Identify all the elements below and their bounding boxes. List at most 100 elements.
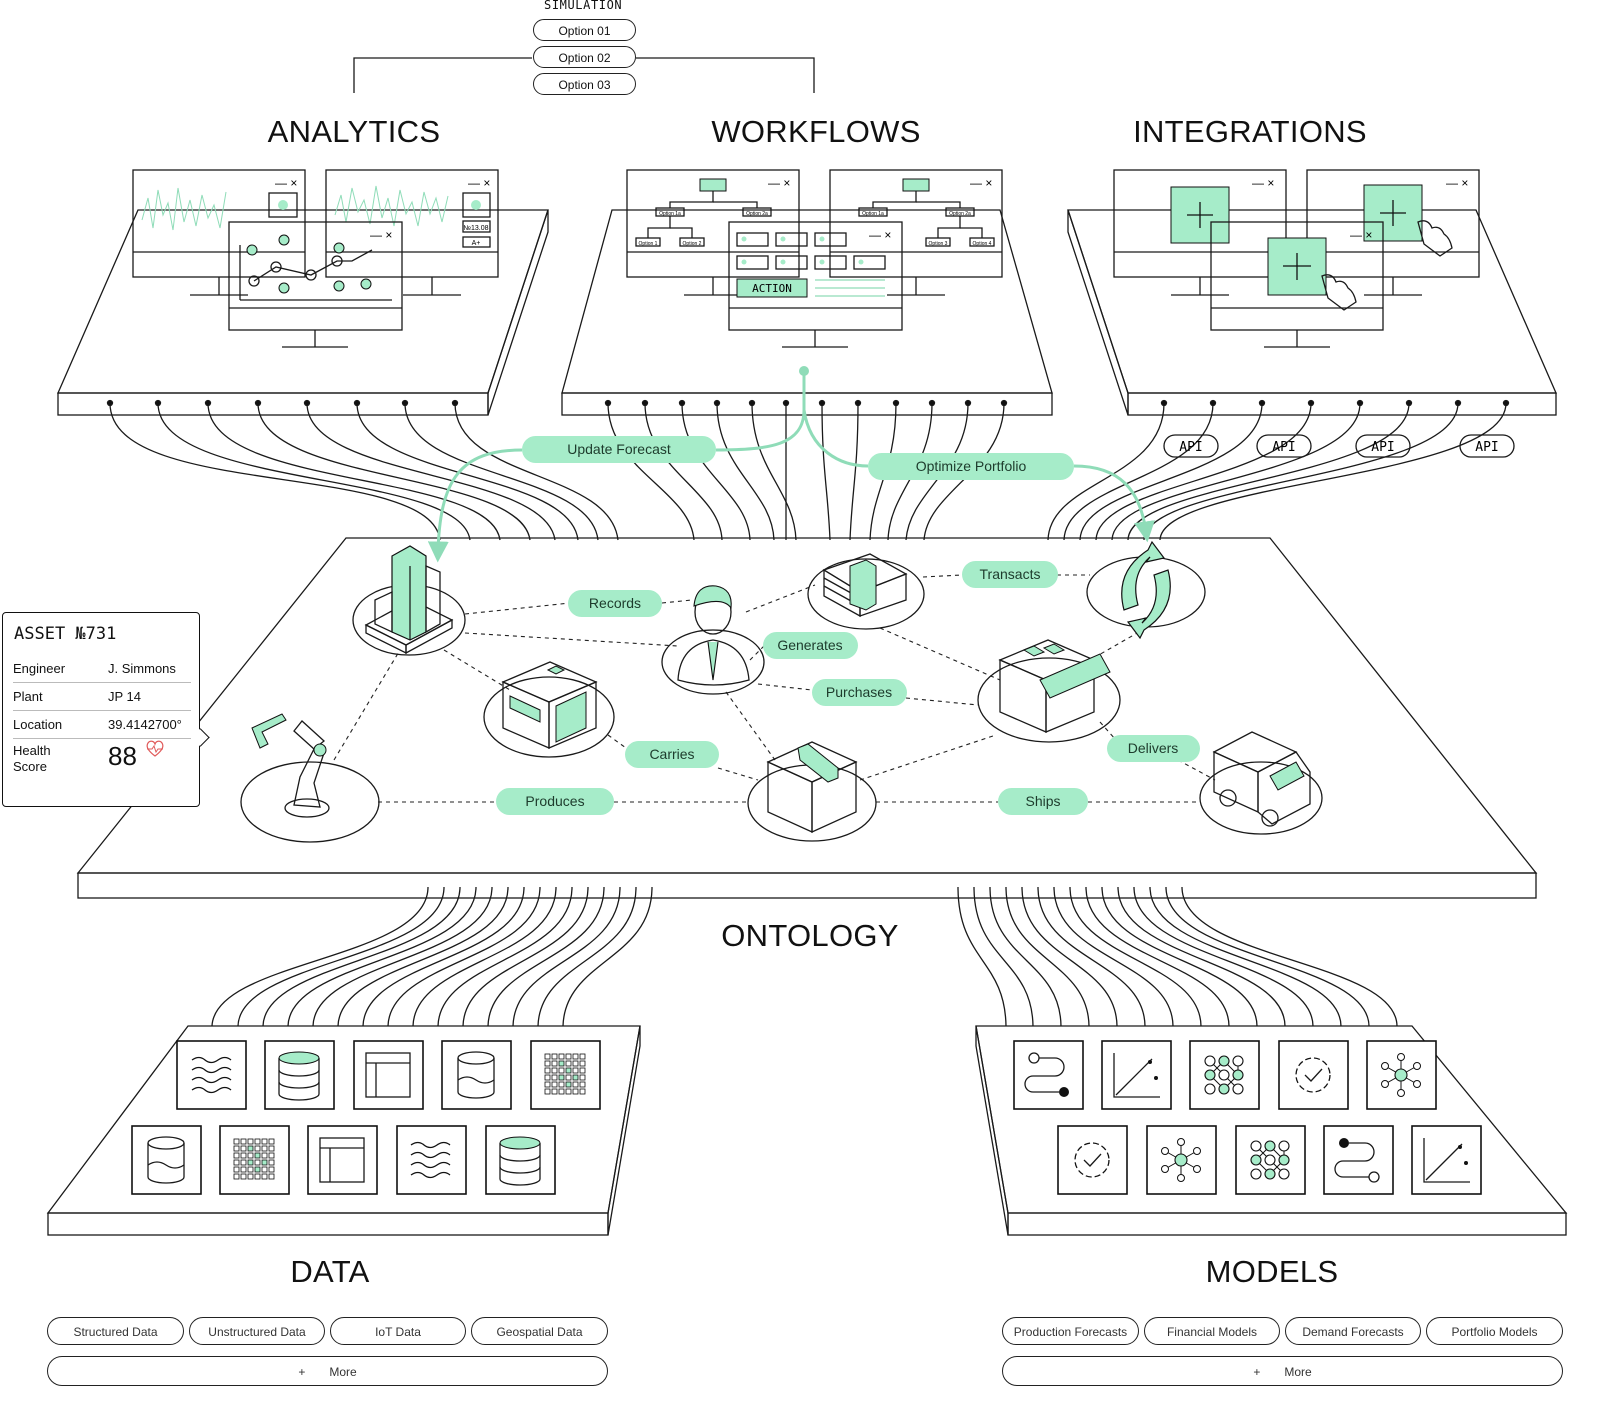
svg-text:— ×: — × bbox=[1252, 176, 1274, 190]
asset-title: ASSET №731 bbox=[14, 624, 117, 644]
simulation-label: SIMULATION bbox=[544, 0, 623, 12]
relation-produces: Produces bbox=[496, 788, 614, 815]
models-cables bbox=[957, 886, 1398, 1027]
relation-ships: Ships bbox=[998, 788, 1088, 815]
workflows-monitor-left: — × Option 1a Option 2a Option 1 Option … bbox=[626, 169, 800, 296]
asset-value: JP 14 bbox=[108, 689, 142, 704]
model-production-forecasts[interactable]: Production Forecasts bbox=[1002, 1317, 1139, 1345]
asset-row-engineer: Engineer J. Simmons bbox=[13, 655, 191, 683]
svg-text:— ×: — × bbox=[970, 176, 992, 190]
api-labels: API API API API bbox=[1163, 434, 1515, 458]
relation-delivers: Delivers bbox=[1107, 735, 1200, 762]
health-score-label: Health Score bbox=[13, 743, 51, 774]
carries-label: Carries bbox=[649, 746, 694, 762]
data-title: DATA bbox=[290, 1254, 369, 1289]
api-label: API bbox=[1272, 440, 1295, 455]
simulation-option-01[interactable]: Option 01 bbox=[533, 19, 636, 41]
data-tile-table bbox=[353, 1040, 424, 1110]
records-label: Records bbox=[589, 595, 641, 611]
model-financial-models[interactable]: Financial Models bbox=[1144, 1317, 1280, 1345]
action-button[interactable] bbox=[736, 278, 808, 298]
warehouse-object bbox=[483, 661, 615, 758]
model-tile-hub bbox=[1366, 1040, 1437, 1110]
svg-text:— ×: — × bbox=[1446, 176, 1468, 190]
model-tile-gear bbox=[1278, 1040, 1349, 1110]
delivers-label: Delivers bbox=[1128, 740, 1179, 756]
model-demand-forecasts[interactable]: Demand Forecasts bbox=[1285, 1317, 1421, 1345]
purchases-label: Purchases bbox=[826, 684, 892, 700]
heartbeat-icon bbox=[146, 740, 164, 757]
models-more-button[interactable]: + More bbox=[1002, 1356, 1563, 1386]
integrations-platform bbox=[1067, 209, 1557, 416]
integrations-monitor-front: — × bbox=[1210, 221, 1384, 348]
data-tile-database bbox=[441, 1040, 512, 1110]
model-portfolio-models[interactable]: Portfolio Models bbox=[1426, 1317, 1563, 1345]
ontology-platform bbox=[76, 537, 1538, 899]
data-tile-stack bbox=[485, 1125, 556, 1195]
data-source-unstructured[interactable]: Unstructured Data bbox=[189, 1317, 325, 1345]
integrations-monitor-left: — × bbox=[1113, 169, 1287, 296]
option-node: Option 2a bbox=[949, 211, 971, 217]
data-tile-grid bbox=[219, 1125, 290, 1195]
data-source-iot[interactable]: IoT Data bbox=[330, 1317, 466, 1345]
more-label: More bbox=[1284, 1365, 1312, 1379]
model-tile-network bbox=[1235, 1125, 1306, 1195]
asset-key: Engineer bbox=[13, 661, 66, 676]
asset-card[interactable]: ASSET №731 Engineer J. Simmons Plant JP … bbox=[2, 612, 210, 807]
relation-purchases: Purchases bbox=[812, 679, 907, 706]
integrations-cables bbox=[1047, 399, 1510, 541]
model-tile-scatter bbox=[1101, 1040, 1172, 1110]
trend-line bbox=[253, 249, 373, 282]
model-tile-flow bbox=[1013, 1040, 1084, 1110]
analytics-monitor-left: — × bbox=[132, 169, 306, 296]
ships-label: Ships bbox=[1025, 793, 1060, 809]
model-tile-network bbox=[1189, 1040, 1260, 1110]
plus-icon: + bbox=[298, 1365, 306, 1379]
data-tile-waves bbox=[176, 1040, 247, 1110]
models-platform bbox=[975, 1025, 1568, 1236]
asset-row-plant: Plant JP 14 bbox=[13, 683, 191, 711]
model-tile-gear bbox=[1057, 1125, 1128, 1195]
asset-row-location: Location 39.4142700° bbox=[13, 711, 191, 739]
data-cables bbox=[211, 886, 653, 1027]
relation-transacts: Transacts bbox=[962, 561, 1058, 588]
ontology-title: ONTOLOGY bbox=[721, 918, 899, 953]
health-score-value: 88 bbox=[108, 741, 137, 771]
model-tile-flow bbox=[1323, 1125, 1394, 1195]
generates-label: Generates bbox=[777, 637, 842, 653]
option-node: Option 1a bbox=[862, 211, 884, 217]
analytics-title: ANALYTICS bbox=[268, 114, 441, 149]
svg-text:— ×: — × bbox=[869, 228, 891, 242]
workflows-monitor-right: — × Option 1a Option 2a Option 3 Option … bbox=[829, 169, 1003, 296]
package-object bbox=[747, 741, 877, 842]
data-tile-table bbox=[307, 1125, 378, 1195]
data-more-button[interactable]: +More bbox=[47, 1356, 608, 1386]
svg-text:— ×: — × bbox=[370, 228, 392, 242]
simulation-bracket bbox=[353, 57, 815, 93]
money-object bbox=[807, 553, 925, 630]
data-source-structured[interactable]: Structured Data bbox=[47, 1317, 184, 1345]
data-tile-stack bbox=[264, 1040, 335, 1110]
asset-key: Location bbox=[13, 717, 63, 732]
flow-lines bbox=[427, 366, 1155, 563]
recycle-object bbox=[1086, 540, 1206, 640]
hand-cursor-icon bbox=[1321, 274, 1357, 311]
workflows-platform bbox=[561, 209, 1053, 416]
model-tile-hub bbox=[1146, 1125, 1217, 1195]
integrations-title: INTEGRATIONS bbox=[1133, 114, 1367, 149]
integrations-monitor-right: — × bbox=[1306, 169, 1480, 296]
simulation-option-02[interactable]: Option 02 bbox=[533, 46, 636, 68]
relation-carries: Carries bbox=[625, 741, 719, 768]
price-widget: №13.08 bbox=[463, 225, 488, 232]
asset-value: 39.4142700° bbox=[108, 717, 182, 732]
data-tile-waves bbox=[396, 1125, 467, 1195]
model-tile-scatter bbox=[1411, 1125, 1482, 1195]
produces-label: Produces bbox=[525, 793, 584, 809]
simulation-option-03[interactable]: Option 03 bbox=[533, 73, 636, 95]
plus-icon: + bbox=[1253, 1365, 1261, 1379]
workflows-monitor-front: — × ACTION bbox=[728, 221, 903, 348]
factory-object bbox=[352, 545, 466, 656]
analytics-monitor-front: — × bbox=[228, 221, 403, 348]
data-source-geospatial[interactable]: Geospatial Data bbox=[471, 1317, 608, 1345]
data-tile-database bbox=[131, 1125, 202, 1195]
